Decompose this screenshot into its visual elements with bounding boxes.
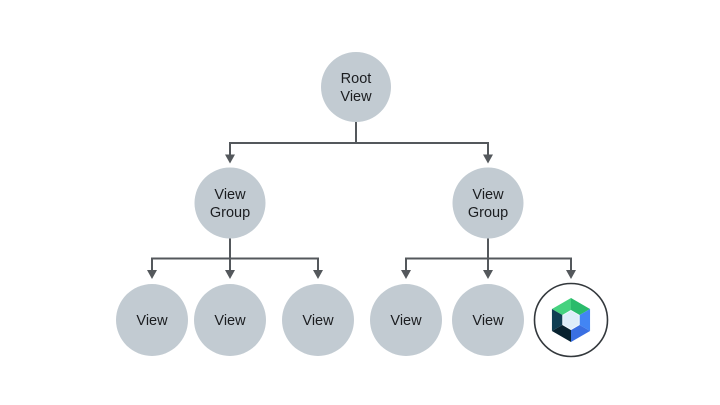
node-label-view-4: View [390, 313, 422, 329]
compose-face-left-lower [551, 324, 571, 342]
arrowhead-to-view-1 [147, 270, 157, 279]
node-label-view-1: View [136, 313, 168, 329]
node-label-view-3: View [302, 313, 334, 329]
arrowhead-to-view-2 [225, 270, 235, 279]
compose-hex-core [562, 309, 580, 331]
node-circle-view-4 [370, 284, 442, 356]
compose-face-left-upper [551, 309, 563, 331]
node-label-view-2: View [214, 313, 246, 329]
arrowhead-to-view-group-right [483, 154, 493, 164]
arrowhead-to-view-group-left [225, 154, 235, 164]
connector-root-view [225, 122, 493, 164]
jetpack-compose-icon [551, 298, 591, 342]
node-circle-view-group-left [194, 167, 266, 239]
arrowhead-to-compose-node [566, 270, 576, 279]
node-view-2: View [194, 284, 266, 356]
node-view-5: View [452, 284, 524, 356]
node-circle-view-2 [194, 284, 266, 356]
node-circle-view-1 [116, 284, 188, 356]
compose-face-right-lower [571, 324, 591, 342]
compose-face-right-upper [579, 309, 591, 331]
node-view-1: View [116, 284, 188, 356]
connector-view-group-left [147, 238, 323, 279]
node-circle-view-5 [452, 284, 524, 356]
connector-view-group-right [401, 238, 576, 279]
compose-face-top-right [571, 298, 591, 316]
node-compose-node [533, 282, 609, 358]
arrowhead-to-view-3 [313, 270, 323, 279]
node-view-4: View [370, 284, 442, 356]
node-circle-view-3 [282, 284, 354, 356]
node-circle-root-view [321, 52, 391, 122]
arrowhead-to-view-5 [483, 270, 493, 279]
arrowhead-to-view-4 [401, 270, 411, 279]
node-label-view-5: View [472, 313, 504, 329]
node-view-3: View [282, 284, 354, 356]
compose-face-top-left [551, 298, 571, 316]
node-circle-view-group-right [452, 167, 524, 239]
